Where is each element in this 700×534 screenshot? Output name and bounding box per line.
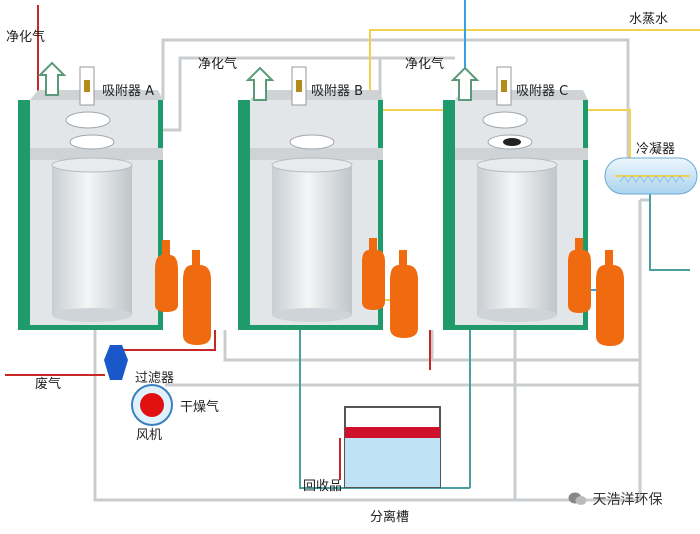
valve-b-2	[390, 250, 418, 338]
label-condenser: 冷凝器	[636, 142, 676, 157]
label-clean-gas-left: 净化气	[6, 30, 46, 45]
adsorber-c-port	[482, 111, 528, 129]
adsorber-c-cylinder-top	[476, 157, 558, 173]
label-fan: 风机	[136, 428, 163, 443]
valve-b-1	[362, 238, 385, 310]
fan-icon	[140, 393, 164, 417]
adsorber-c-gauge-level	[501, 80, 507, 92]
adsorber-c-cap	[455, 90, 588, 100]
wechat-icon	[568, 492, 588, 506]
gray-pipes	[93, 38, 650, 502]
valves	[155, 238, 624, 346]
separator-tank	[344, 406, 441, 488]
watermark: 天浩洋环保	[568, 492, 662, 508]
adsorber-b-cap	[250, 90, 383, 100]
adsorber-b-vent-icon	[245, 66, 275, 101]
red-pipe-to-valve	[120, 330, 216, 351]
label-adsorber-c: 吸附器 C	[516, 84, 569, 99]
condenser	[604, 157, 698, 195]
gray-pipe-top	[161, 38, 630, 158]
adsorber-b-plate	[250, 148, 383, 160]
label-steam: 水蒸水	[629, 12, 669, 27]
label-clean-gas-c: 净化气	[405, 57, 445, 72]
adsorber-a	[18, 61, 163, 330]
valve-c-2	[596, 250, 624, 346]
adsorber-a-cylinder-top	[51, 157, 133, 173]
label-dry-gas: 干燥气	[180, 400, 220, 415]
filter-icon	[104, 345, 128, 380]
adsorber-b-gauge-level	[296, 80, 302, 92]
valve-a-2	[183, 250, 211, 345]
label-adsorber-a: 吸附器 A	[102, 84, 155, 99]
valve-c-1	[568, 238, 591, 313]
teal-pipe-condenser-out	[649, 185, 690, 271]
label-clean-gas-b: 净化气	[198, 57, 238, 72]
adsorber-b-port	[289, 134, 335, 150]
gray-pipe-c-top	[378, 56, 455, 100]
valve-a-1	[155, 240, 178, 312]
adsorber-a-port	[65, 111, 111, 129]
separator-water	[345, 438, 440, 487]
adsorber-a-cylinder	[52, 165, 132, 315]
label-waste-gas: 废气	[35, 377, 62, 392]
adsorber-a-cap	[30, 90, 163, 100]
separator-solvent-layer	[345, 427, 440, 438]
adsorber-a-plate	[30, 148, 163, 160]
watermark-text: 天浩洋环保	[592, 492, 663, 508]
gray-pipe-mid	[223, 330, 640, 362]
adsorber-c-vent-icon	[450, 66, 480, 101]
adsorber-a-cylinder-bottom	[52, 308, 132, 322]
label-filter: 过滤器	[135, 371, 175, 386]
adsorber-c	[443, 66, 588, 330]
label-recovered: 回收品	[303, 479, 343, 494]
adsorber-b-cylinder	[272, 165, 352, 315]
adsorber-a-vent-icon	[37, 61, 67, 96]
condenser-fins	[619, 175, 685, 183]
adsorber-a-port-2	[69, 134, 115, 150]
adsorber-b-cylinder-bottom	[272, 308, 352, 322]
label-adsorber-b: 吸附器 B	[311, 84, 364, 99]
adsorber-a-gauge-level	[84, 80, 90, 92]
label-separator: 分离槽	[370, 510, 410, 525]
adsorber-b-cylinder-top	[271, 157, 353, 173]
adsorber-c-plate	[455, 148, 588, 160]
adsorber-c-cylinder-bottom	[477, 308, 557, 322]
adsorber-c-port-dark	[503, 138, 521, 146]
gray-pipe-bottom-loop	[93, 200, 642, 502]
adsorber-c-cylinder	[477, 165, 557, 315]
adsorber-b	[238, 66, 383, 330]
